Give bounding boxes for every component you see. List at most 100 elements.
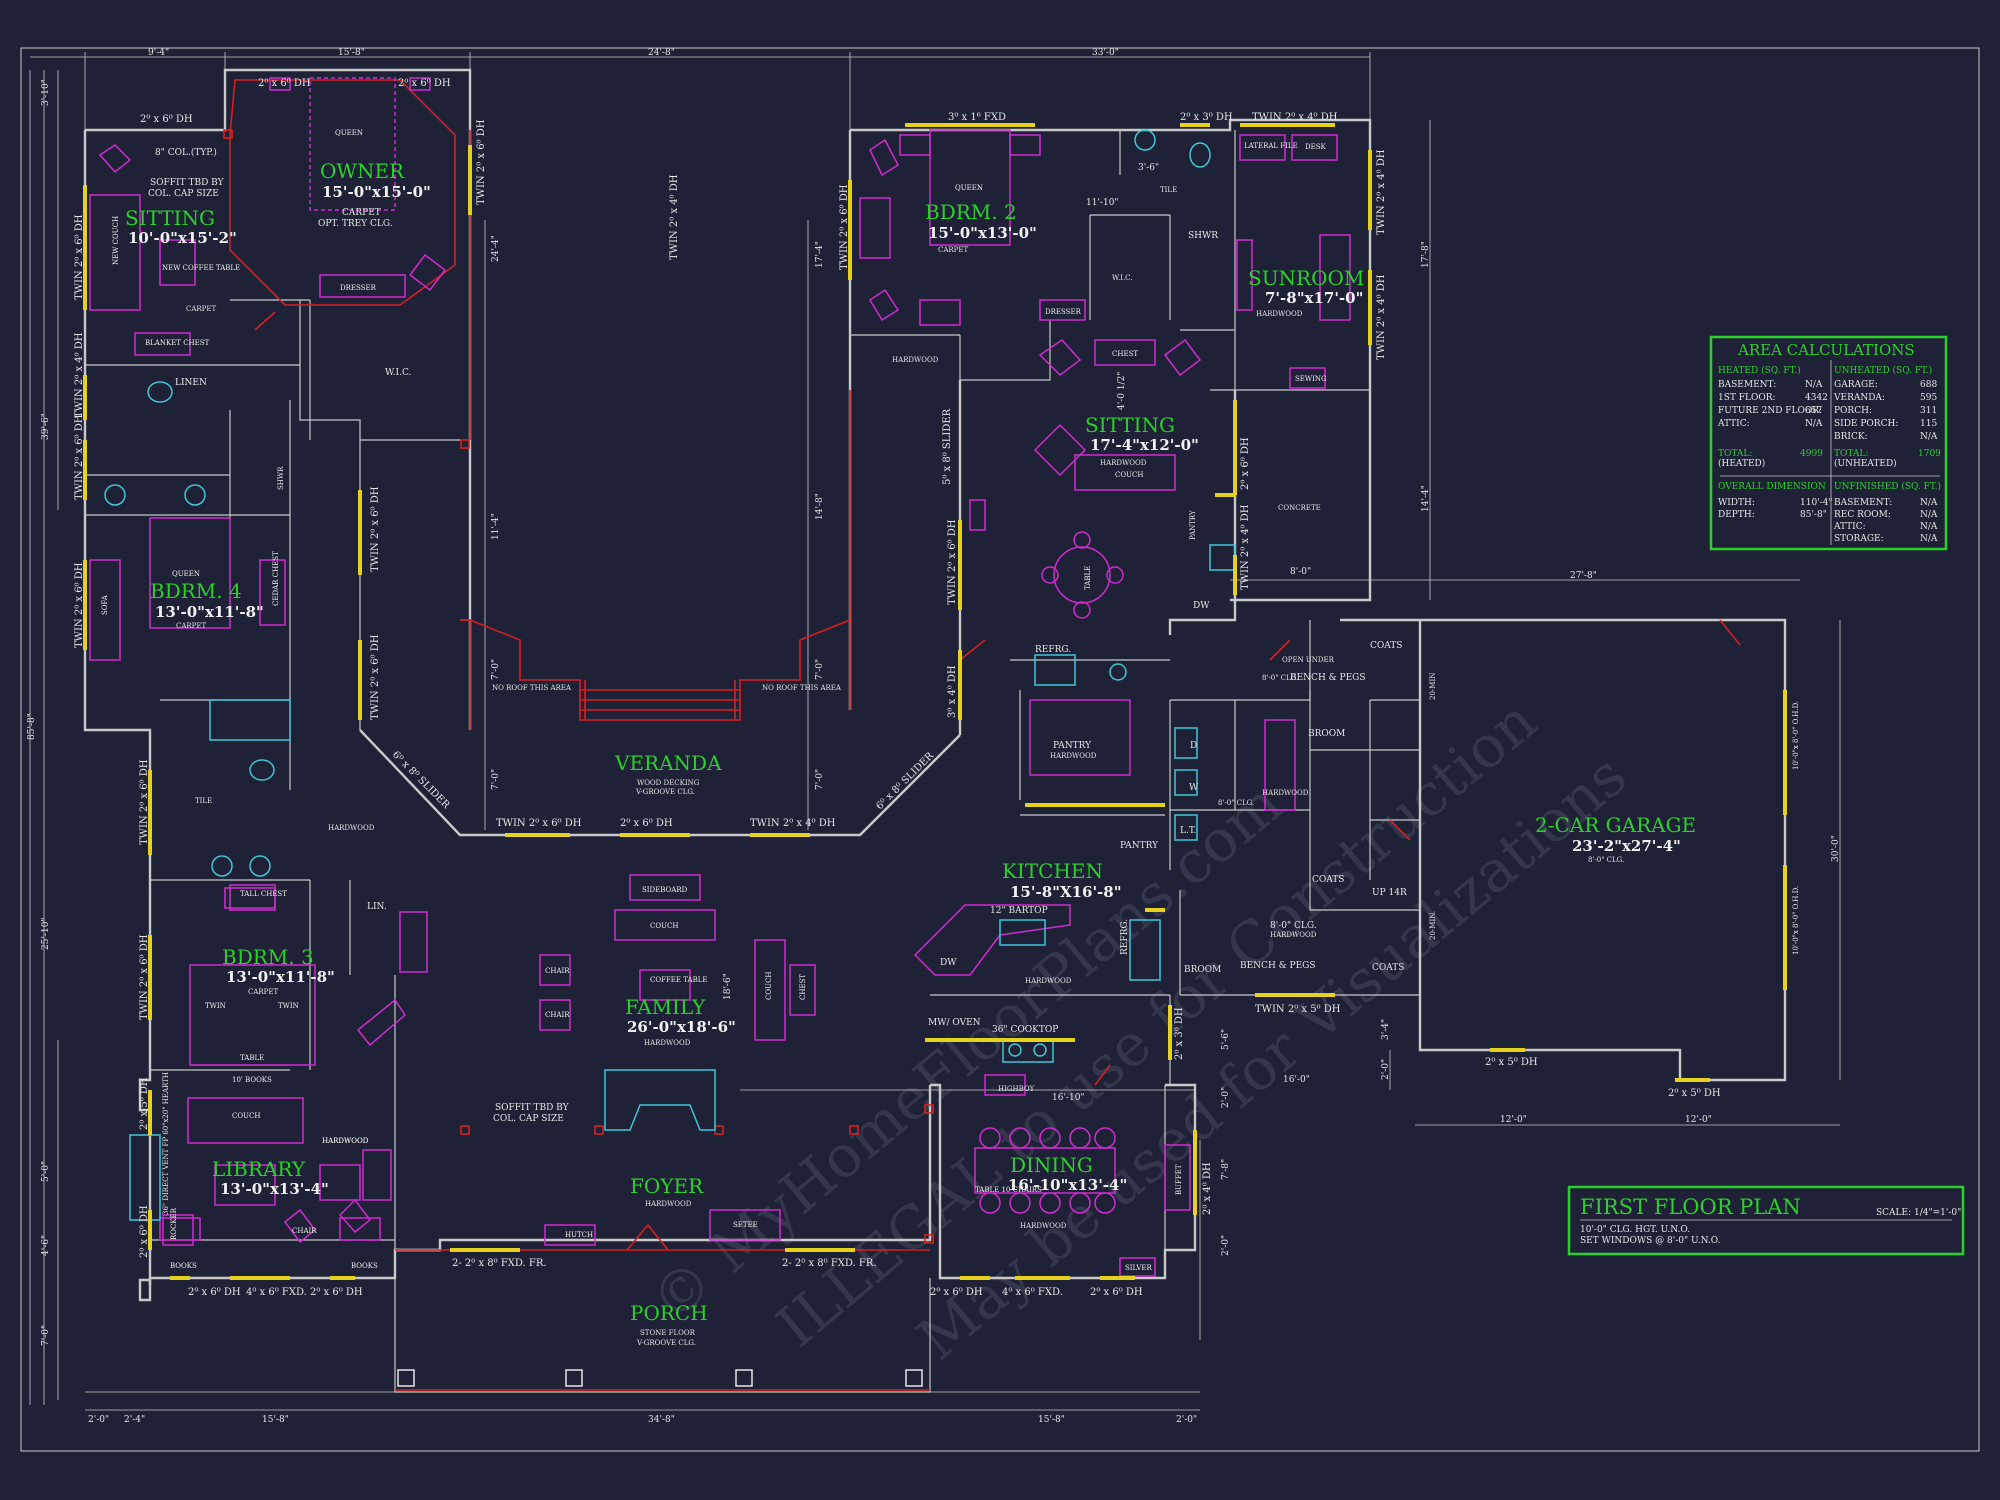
- room-porch-name: PORCH: [630, 1301, 708, 1325]
- window-label-6: 2⁰ x 3⁰ DH: [1180, 112, 1233, 123]
- dim-7-0-c: 7'-0": [815, 659, 825, 680]
- label-hardwood-2: HARDWOOD: [892, 356, 939, 364]
- window-label-19: TWIN 2⁰ x 5⁰ DH: [1255, 1004, 1341, 1015]
- dim-top-3: 24'-8": [648, 48, 675, 58]
- area-unfinished-row-value: N/A: [1920, 510, 1938, 520]
- label-books-2: BOOKS: [351, 1262, 378, 1270]
- room-bdrm2-dim: 15'-0"x13'-0": [928, 224, 1037, 242]
- area-overall-rows: WIDTH:110'-4"DEPTH:85'-8": [1718, 498, 1833, 520]
- label-twin: TWIN: [205, 1002, 226, 1010]
- area-total-heated-label: TOTAL:: [1718, 449, 1752, 459]
- dim-14-8: 14'-8": [815, 493, 825, 520]
- area-heated-row-label: ATTIC:: [1717, 419, 1750, 429]
- label-dresser-2: DRESSER: [1045, 308, 1082, 316]
- watermark-line-2: ILLEGAL to use for Construction: [764, 686, 1549, 1360]
- dim-30-0: 30'-0": [1831, 835, 1841, 862]
- label-dw: DW: [940, 958, 957, 968]
- label-open-under: OPEN UNDER: [1282, 656, 1335, 664]
- room-library-dim: 13'-0"x13'-4": [220, 1180, 329, 1198]
- label-table-center: TABLE: [1084, 566, 1092, 590]
- room-family-dim: 26'-0"x18'-6": [627, 1018, 736, 1036]
- label-cedar-chest: CEDAR CHEST: [272, 551, 280, 606]
- label-table-10: TABLE 10 CHAIRS: [975, 1186, 1042, 1194]
- area-unheated-row-label: SIDE PORCH:: [1834, 419, 1898, 429]
- dim-24-4: 24'-4": [491, 235, 501, 262]
- area-unheated-head: UNHEATED (SQ. FT.): [1834, 365, 1932, 376]
- area-total-unheated-label: TOTAL:: [1834, 449, 1868, 459]
- area-unfinished-row-value: N/A: [1920, 534, 1938, 544]
- dim-18-6: 18'-6": [723, 973, 733, 1000]
- dim-16-0: 16'-0": [1283, 1075, 1310, 1085]
- area-unheated-row-value: 115: [1920, 419, 1937, 429]
- room-garage-note: 8'-0" CLG.: [1588, 856, 1624, 864]
- label-20-min: 20-MIN: [1429, 673, 1437, 700]
- dim-7-0: 7'-0": [491, 659, 501, 680]
- window-label-8: TWIN 2⁰ x 4⁰ DH: [1376, 149, 1387, 235]
- label-hardwood-k: HARDWOOD: [1262, 789, 1309, 797]
- dim-5-6: 5'-6": [1221, 1029, 1231, 1050]
- label-tall-chest: TALL CHEST: [240, 890, 287, 898]
- room-garage-dim: 23'-2"x27'-4": [1572, 837, 1681, 855]
- room-veranda-note-2: V-GROOVE CLG.: [635, 788, 695, 796]
- area-unfinished-row-label: BASEMENT:: [1834, 498, 1892, 508]
- room-owner-note-1: CARPET: [342, 208, 381, 218]
- window-label-44: TWIN 2⁰ x 4⁰ DH: [669, 174, 680, 260]
- label-twin-2: TWIN: [278, 1002, 299, 1010]
- label-books-10: 10' BOOKS: [232, 1076, 272, 1084]
- area-heated-row-label: 1ST FLOOR:: [1718, 393, 1776, 403]
- window-label-4: TWIN 2⁰ x 6⁰ DH: [476, 119, 487, 205]
- label-chair-3: CHAIR: [545, 1011, 570, 1019]
- room-kitchen-dim: 15'-8"X16'-8": [1010, 883, 1122, 901]
- label-new-couch: NEW COUCH: [112, 216, 120, 265]
- label-rocker: ROCKER: [170, 1207, 178, 1240]
- label-queen-3: QUEEN: [172, 570, 200, 578]
- area-heated-row-value: N/A: [1805, 380, 1823, 390]
- window-label-35: TWIN 2⁰ x 4⁰ DH: [750, 818, 836, 829]
- label-table: TABLE: [240, 1054, 264, 1062]
- area-unheated-row-value: N/A: [1920, 432, 1938, 442]
- room-owner-note-2: OPT. TREY CLG.: [318, 219, 393, 229]
- room-bdrm4-name: BDRM. 4: [150, 579, 242, 603]
- label-cooktop: 36" COOKTOP: [992, 1025, 1058, 1035]
- room-bdrm3-dim: 13'-0"x11'-8": [226, 968, 335, 986]
- dim-4-0-half: 4'-0 1/2": [1117, 372, 1127, 410]
- window-label-39: TWIN 2⁰ x 4⁰ DH: [1240, 504, 1251, 590]
- label-couch-3: COUCH: [765, 972, 773, 1000]
- window-label-23: 4⁰ x 6⁰ FXD.: [246, 1287, 307, 1298]
- area-unheated-row-label: VERANDA:: [1833, 393, 1885, 403]
- area-calc-title: AREA CALCULATIONS: [1737, 341, 1915, 359]
- label-lateral-file: LATERAL FILE: [1244, 142, 1298, 150]
- room-bdrm2-note: CARPET: [938, 246, 969, 254]
- label-dw-2: DW: [1193, 601, 1210, 611]
- room-porch-note-2: V-GROOVE CLG.: [636, 1339, 696, 1347]
- room-library-note: HARDWOOD: [322, 1137, 369, 1145]
- label-col-typ: 8" COL.(TYP.): [155, 147, 217, 158]
- room-bdrm4-dim: 13'-0"x11'-8": [155, 603, 264, 621]
- label-sofa: SOFA: [101, 594, 109, 615]
- room-foyer-note: HARDWOOD: [645, 1200, 692, 1208]
- window-label-1: 2⁰ x 6⁰ DH: [140, 114, 193, 125]
- dimension-lines: [29, 52, 1841, 1411]
- dim-left-5: 5'-0": [41, 1161, 51, 1182]
- window-label-32: 5⁰ x 8⁰ SLIDER: [942, 408, 953, 485]
- dim-11-10: 11'-10": [1086, 198, 1119, 208]
- dim-3-6: 3'-6": [1138, 163, 1159, 173]
- window-label-24: 2⁰ x 6⁰ DH: [310, 1287, 363, 1298]
- label-up-14r: UP 14R: [1372, 888, 1407, 898]
- label-concrete: CONCRETE: [1278, 504, 1321, 512]
- label-pantry-2: PANTRY: [1053, 741, 1092, 751]
- window-label-27: 2⁰ x 6⁰ DH: [1090, 1287, 1143, 1298]
- label-hutch: HUTCH: [565, 1231, 593, 1239]
- label-soffit-4: COL. CAP SIZE: [493, 1114, 564, 1124]
- area-unfinished-row-value: N/A: [1920, 522, 1938, 532]
- label-tile: TILE: [195, 797, 212, 805]
- furniture: [89, 77, 1351, 1277]
- window-label-10: TWIN 2⁰ x 6⁰ DH: [839, 184, 850, 270]
- window-label-38: 2⁰ x 6⁰ DH: [1240, 437, 1251, 490]
- label-refrg: REFRG.: [1035, 645, 1071, 655]
- label-clg-8: 8'-0" CLG.: [1262, 674, 1298, 682]
- label-bench-2: BENCH & PEGS: [1240, 961, 1316, 971]
- dim-7-8: 7'-8": [1221, 1159, 1231, 1180]
- plan-note-2: SET WINDOWS @ 8'-0" U.N.O.: [1580, 1236, 1721, 1246]
